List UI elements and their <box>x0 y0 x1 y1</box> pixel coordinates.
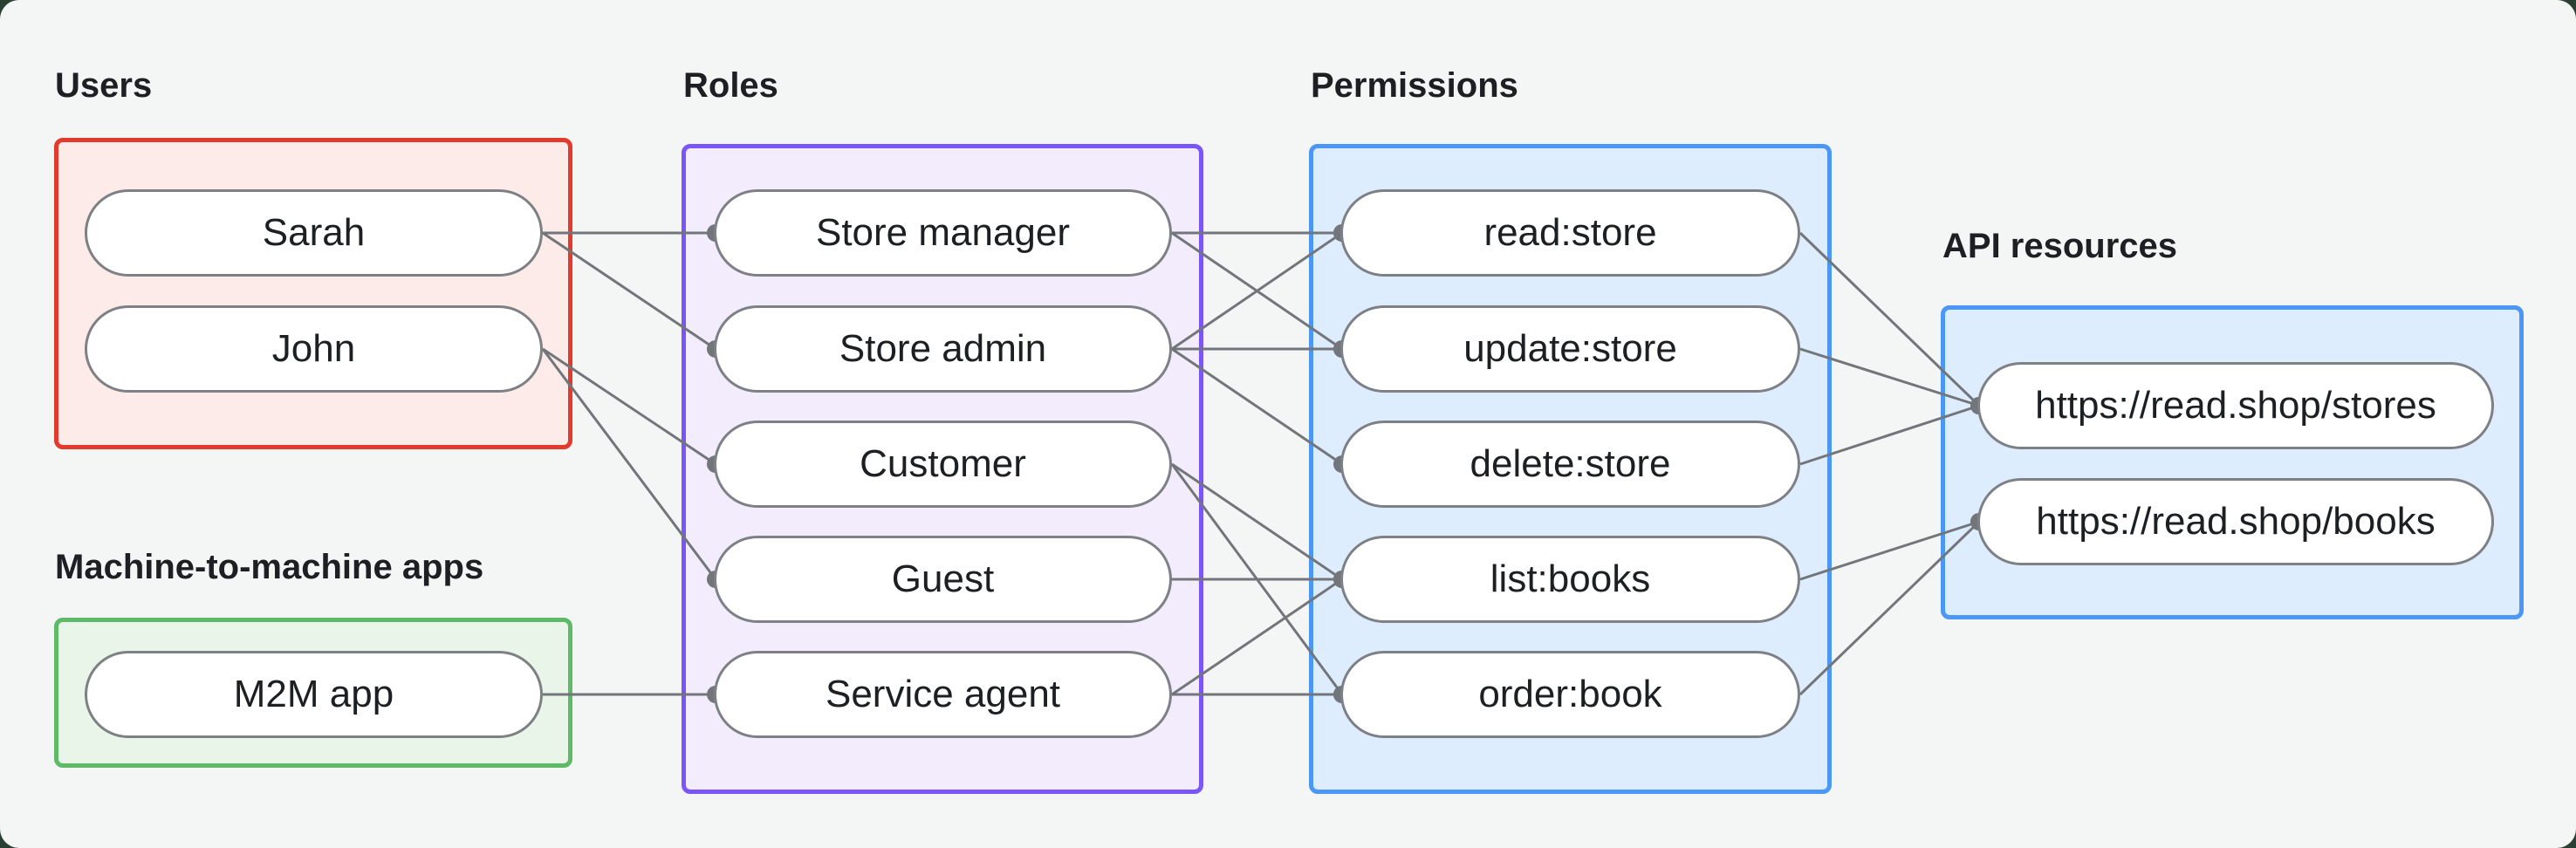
node-update-store: update:store <box>1340 305 1800 393</box>
edge-service-agent-list-books <box>1171 578 1343 696</box>
node-sarah: Sarah <box>85 189 543 277</box>
node-customer: Customer <box>714 421 1172 508</box>
permissions-label: Permissions <box>1311 66 1518 105</box>
edge-store-admin-read-store <box>1171 231 1343 351</box>
node-delete-store: delete:store <box>1340 421 1800 508</box>
node-stores-api: https://read.shop/stores <box>1977 362 2494 449</box>
edge-order-book-books-api <box>1798 520 1981 696</box>
node-list-books: list:books <box>1340 536 1800 623</box>
node-order-book: order:book <box>1340 651 1800 738</box>
edge-delete-store-stores-api <box>1799 404 1980 466</box>
node-store-manager: Store manager <box>714 189 1172 277</box>
node-john: John <box>85 305 543 393</box>
node-read-store: read:store <box>1340 189 1800 277</box>
edge-john-guest <box>541 348 717 580</box>
node-books-api: https://read.shop/books <box>1977 478 2494 565</box>
edge-sarah-store-admin <box>542 231 716 351</box>
roles-label: Roles <box>683 66 778 105</box>
edge-customer-list-books <box>1171 462 1343 581</box>
node-m2m-app: M2M app <box>85 651 543 738</box>
edge-update-store-stores-api <box>1799 347 1980 407</box>
edge-list-books-books-api <box>1799 520 1980 581</box>
m2m-apps-label: Machine-to-machine apps <box>55 548 484 586</box>
edge-john-customer <box>542 347 716 466</box>
edge-read-store-stores-api <box>1798 231 1981 407</box>
users-label: Users <box>55 66 153 105</box>
node-store-admin: Store admin <box>714 305 1172 393</box>
node-guest: Guest <box>714 536 1172 623</box>
edge-store-admin-delete-store <box>1171 347 1343 466</box>
node-service-agent: Service agent <box>714 651 1172 738</box>
api-resources-label: API resources <box>1942 227 2178 265</box>
api-resources-group-box <box>1941 305 2524 619</box>
